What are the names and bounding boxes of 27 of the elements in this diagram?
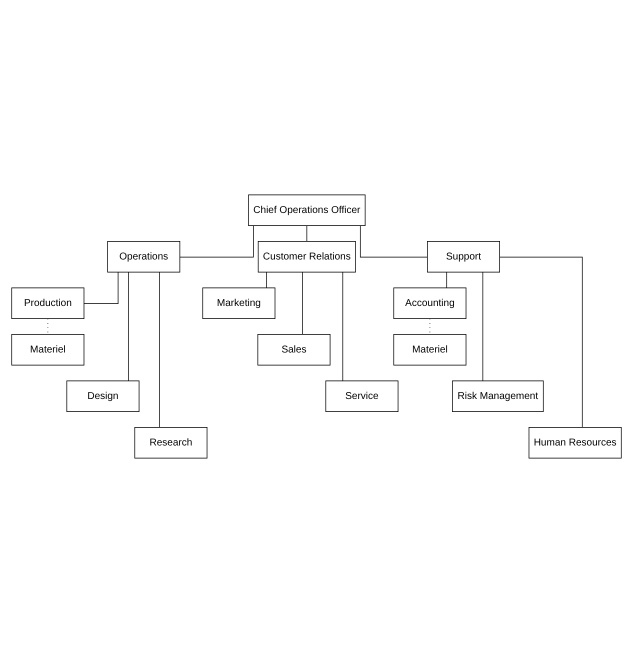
- connector: [306, 224, 308, 242]
- node-box: Accounting: [393, 287, 466, 318]
- node-box: Chief Operations Officer: [248, 194, 366, 226]
- node-box: Risk Management: [452, 380, 544, 412]
- node-box: Service: [325, 380, 398, 412]
- node-box: Marketing: [202, 287, 276, 318]
- node-box: Sales: [257, 334, 330, 365]
- node-box: Materiel: [393, 334, 466, 365]
- node-box: Operations: [107, 240, 180, 272]
- connector: [342, 271, 344, 381]
- connector: [84, 272, 118, 304]
- connector: [180, 224, 254, 257]
- node-box: Support: [427, 240, 500, 272]
- connector: [302, 271, 303, 334]
- node-box: Materiel: [11, 334, 84, 365]
- connector: [159, 271, 160, 427]
- connector: [128, 271, 129, 381]
- connector: [482, 271, 484, 381]
- node-box: Production: [11, 287, 84, 318]
- node-box: Customer Relations: [258, 240, 356, 272]
- connector: [266, 271, 267, 288]
- node-box: Design: [66, 380, 140, 412]
- connector: [360, 224, 428, 257]
- connector: [446, 271, 448, 288]
- connector: [499, 256, 583, 428]
- node-box: Human Resources: [528, 426, 622, 458]
- node-box: Research: [134, 426, 208, 458]
